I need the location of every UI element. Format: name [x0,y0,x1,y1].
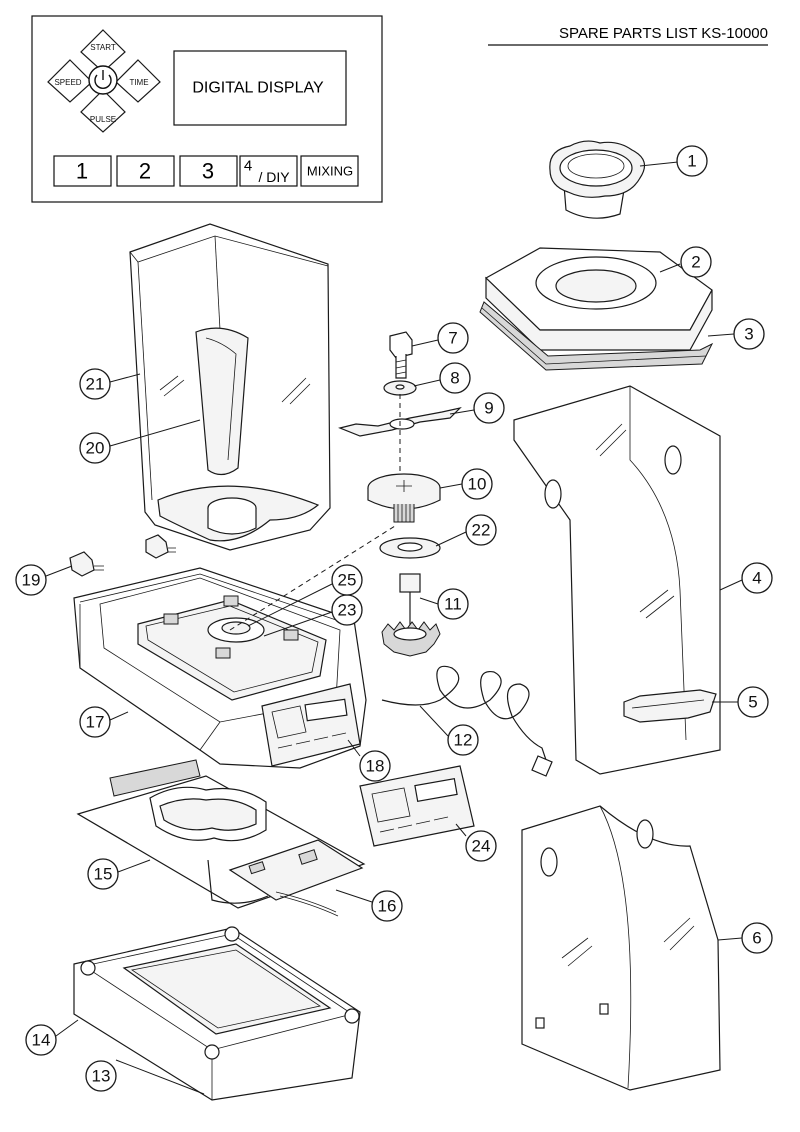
svg-text:SPEED: SPEED [54,78,81,87]
key-3 [179,155,238,187]
svg-text:5: 5 [748,693,757,712]
svg-text:4: 4 [752,569,761,588]
digital-display [173,50,347,126]
svg-text:12: 12 [454,731,473,750]
part-19-foot [69,551,104,577]
callout-3: 3 [733,318,765,350]
svg-text:1: 1 [687,152,696,171]
key-4-diy [239,155,298,187]
svg-text:3: 3 [744,325,753,344]
callout-12: 12 [447,724,479,756]
svg-text:18: 18 [366,757,385,776]
callout-22: 22 [465,514,497,546]
control-panel-legend: START SPEED TIME PULSE DIGITAL DISPLAY 1… [31,15,383,203]
callout-1: 1 [676,145,708,177]
svg-text:11: 11 [444,595,462,614]
svg-text:13: 13 [92,1067,111,1086]
callout-2: 2 [680,246,712,278]
key-4-number: 4 [244,158,252,175]
key-4-text: / DIY [258,169,290,185]
svg-text:23: 23 [338,601,357,620]
callout-20: 20 [79,432,111,464]
part-24-control-panel-cover [359,765,475,847]
part-4-guard [513,385,721,775]
part-5-handle [623,689,717,723]
svg-text:25: 25 [338,571,357,590]
callout-8: 8 [439,362,471,394]
svg-text:8: 8 [450,369,459,388]
part-18-control-panel [261,683,361,767]
callout-18: 18 [359,750,391,782]
callout-5: 5 [737,686,769,718]
svg-text:20: 20 [86,439,105,458]
svg-text:START: START [90,43,116,52]
callouts: 1 2 3 4 5 6 7 8 9 10 11 12 13 14 15 16 1… [15,145,773,1095]
callout-7: 7 [437,322,469,354]
svg-text:6: 6 [752,929,761,948]
part-2-lid [484,247,713,351]
part-axis-line-diagonal [229,525,396,631]
part-1-lid-cap [549,140,646,219]
part-11-motor-coupling [381,573,441,657]
svg-text:7: 7 [448,329,457,348]
callout-9: 9 [473,392,505,424]
speed-button: SPEED [47,59,93,103]
part-8-washer [383,380,417,396]
callout-14: 14 [25,1024,57,1056]
key-3-label: 3 [202,159,214,184]
callout-25: 25 [331,564,363,596]
part-15-base-plate [76,759,366,909]
svg-text:PULSE: PULSE [90,115,116,124]
callout-13: 13 [85,1060,117,1092]
callout-15: 15 [87,858,119,890]
part-19-foot-second [145,534,176,559]
callout-10: 10 [461,468,493,500]
svg-text:17: 17 [86,713,105,732]
key-mixing-label: MIXING [307,164,353,179]
callout-4: 4 [741,562,773,594]
callout-21: 21 [79,368,111,400]
part-20-baffle [195,327,249,476]
part-3-lid-seal [479,301,714,371]
svg-text:22: 22 [472,521,491,540]
pulse-button: PULSE [80,89,126,133]
key-2 [116,155,175,187]
power-icon [88,65,118,95]
callout-6: 6 [741,922,773,954]
svg-text:10: 10 [468,475,487,494]
svg-text:15: 15 [94,865,113,884]
page-title: SPARE PARTS LIST KS-10000 [559,25,768,42]
part-7-bolt [389,331,413,379]
svg-text:21: 21 [86,375,105,394]
part-22-seal-ring [379,537,441,559]
svg-text:24: 24 [472,837,491,856]
callout-16: 16 [371,890,403,922]
svg-text:16: 16 [378,897,397,916]
part-10-drive-coupling [367,473,441,523]
key-mixing [300,155,359,187]
svg-text:9: 9 [484,399,493,418]
svg-text:14: 14 [32,1031,51,1050]
svg-text:2: 2 [691,253,700,272]
key-1 [53,155,112,187]
svg-text:19: 19 [22,571,41,590]
callout-24: 24 [465,830,497,862]
part-12-power-cord [381,665,553,777]
part-13-base [73,926,361,1101]
digital-display-label: DIGITAL DISPLAY [192,80,324,97]
part-6-rear-guard [521,805,721,1091]
time-button: TIME [115,59,161,103]
callout-17: 17 [79,706,111,738]
callout-11: 11 [437,588,469,620]
key-2-label: 2 [139,159,151,184]
part-16-pcb [228,839,364,917]
callout-23: 23 [331,594,363,626]
svg-text:TIME: TIME [129,78,148,87]
callout-19: 19 [15,564,47,596]
key-1-label: 1 [76,159,88,184]
